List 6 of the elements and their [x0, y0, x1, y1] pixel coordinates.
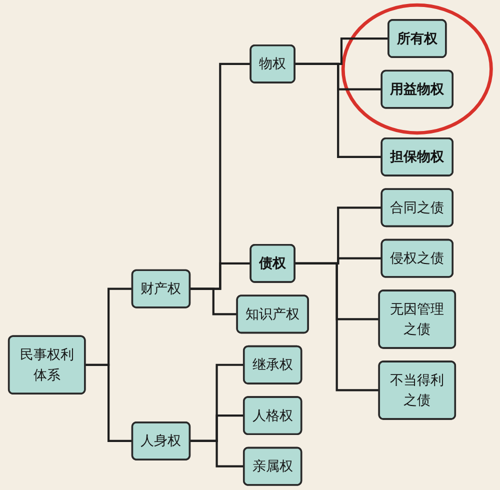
connector — [190, 440, 244, 468]
connector — [294, 62, 382, 158]
cluster — [341, 3, 493, 135]
connector — [294, 262, 380, 392]
connector — [190, 288, 238, 316]
connector — [84, 364, 132, 442]
